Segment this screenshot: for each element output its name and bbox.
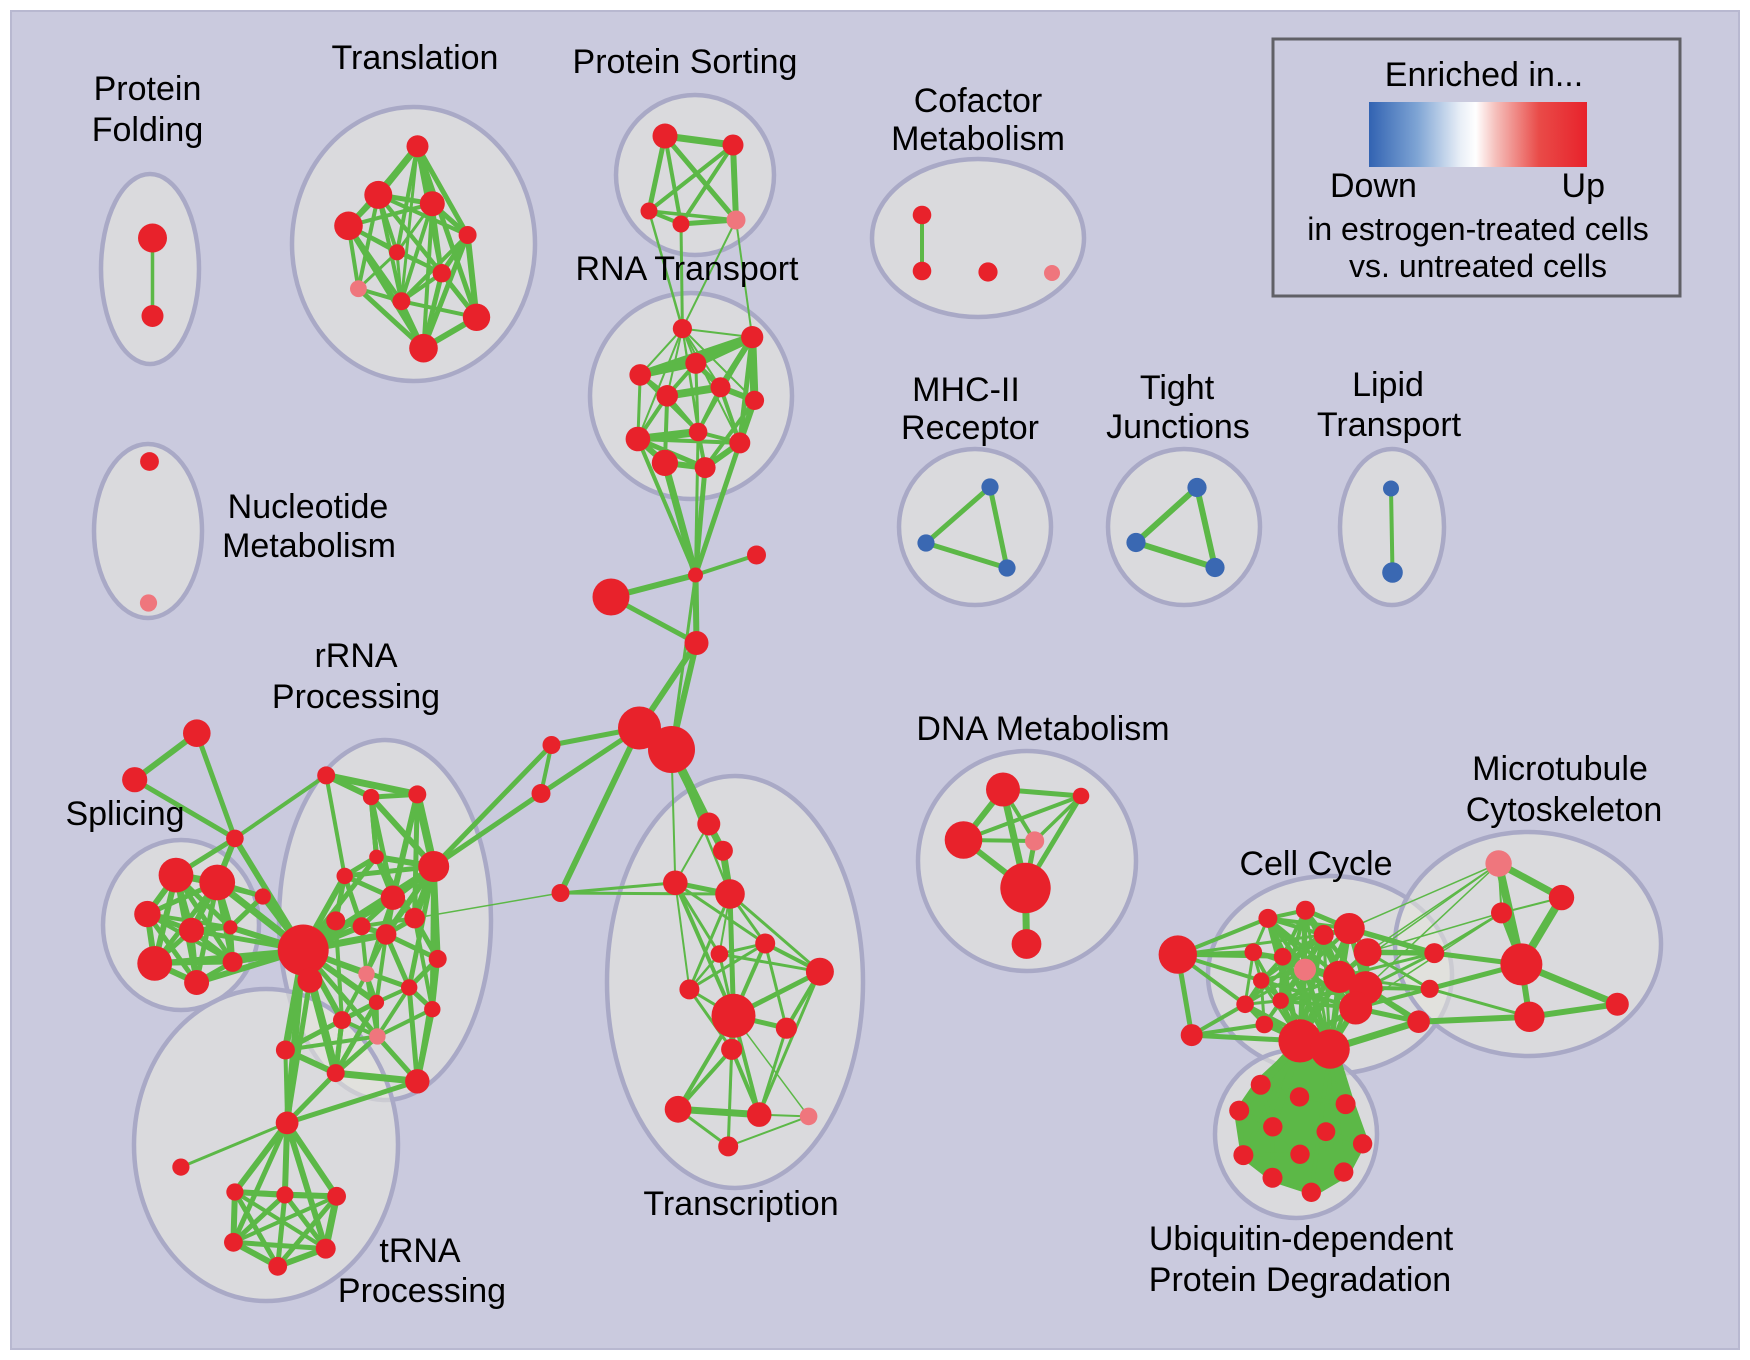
svg-text:Tight: Tight <box>1140 369 1215 407</box>
svg-text:Nucleotide: Nucleotide <box>228 488 389 526</box>
svg-text:in estrogen-treated cells: in estrogen-treated cells <box>1307 211 1649 247</box>
svg-text:Protein Degradation: Protein Degradation <box>1149 1261 1451 1299</box>
svg-text:Processing: Processing <box>338 1272 506 1310</box>
svg-text:Metabolism: Metabolism <box>891 120 1065 158</box>
svg-text:Cell Cycle: Cell Cycle <box>1239 845 1392 883</box>
svg-text:RNA Transport: RNA Transport <box>576 250 800 288</box>
svg-text:Folding: Folding <box>92 111 204 149</box>
svg-text:Receptor: Receptor <box>901 409 1039 447</box>
svg-text:rRNA: rRNA <box>314 637 397 675</box>
svg-text:Cytoskeleton: Cytoskeleton <box>1466 791 1663 829</box>
svg-text:Transport: Transport <box>1317 406 1462 444</box>
svg-text:MHC-II: MHC-II <box>912 371 1020 409</box>
svg-text:Junctions: Junctions <box>1106 408 1250 446</box>
svg-text:Up: Up <box>1562 167 1605 205</box>
svg-text:Ubiquitin-dependent: Ubiquitin-dependent <box>1149 1220 1454 1258</box>
svg-text:Enriched in...: Enriched in... <box>1385 56 1583 94</box>
svg-text:vs. untreated cells: vs. untreated cells <box>1349 248 1607 284</box>
svg-text:Metabolism: Metabolism <box>222 527 396 565</box>
svg-text:Lipid: Lipid <box>1352 366 1424 404</box>
svg-text:Down: Down <box>1330 167 1417 205</box>
svg-text:Splicing: Splicing <box>65 795 184 833</box>
svg-text:Protein Sorting: Protein Sorting <box>573 43 798 81</box>
svg-text:tRNA: tRNA <box>379 1232 461 1270</box>
svg-text:Translation: Translation <box>332 39 499 77</box>
svg-text:DNA Metabolism: DNA Metabolism <box>916 710 1169 748</box>
svg-text:Cofactor: Cofactor <box>914 82 1043 120</box>
svg-text:Microtubule: Microtubule <box>1472 750 1648 788</box>
svg-text:Protein: Protein <box>94 70 202 108</box>
svg-text:Processing: Processing <box>272 678 440 716</box>
svg-text:Transcription: Transcription <box>643 1185 838 1223</box>
